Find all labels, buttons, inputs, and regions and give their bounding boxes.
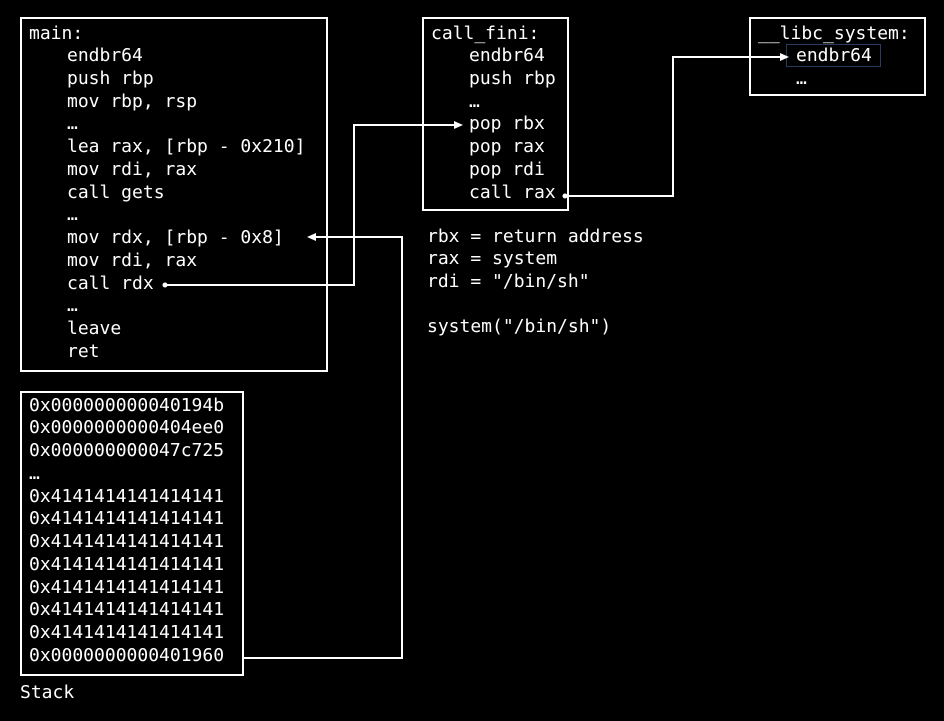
call-fini-instr-call-rax: call rax: [469, 182, 556, 203]
main-instr-push-rbp: push rbp: [67, 68, 154, 89]
main-instr-mov-rdi-rax-1: mov rdi, rax: [67, 159, 198, 180]
note-system-call: system("/bin/sh"): [427, 316, 612, 337]
stack-box: [20, 391, 244, 676]
stack-entry: 0x4141414141414141: [29, 554, 225, 575]
stack-entry: 0x0000000000401960: [29, 645, 225, 666]
libc-system-label: __libc_system:: [758, 23, 910, 44]
main-instr-mov-rbp-rsp: mov rbp, rsp: [67, 91, 198, 112]
main-instr-lea-rax: lea rax, [rbp - 0x210]: [67, 136, 306, 157]
stack-entry: 0x000000000047c725: [29, 440, 225, 461]
main-instr-ret: ret: [67, 341, 100, 362]
note-rax: rax = system: [427, 248, 558, 269]
libc-system-instr-endbr64: endbr64: [796, 45, 872, 66]
arrow-stack-to-mov-rdx: [244, 236, 403, 659]
main-instr-call-gets: call gets: [67, 182, 165, 203]
call-fini-instr-pop-rbx: pop rbx: [469, 113, 545, 134]
arrow-call-rax-to-libc-endbr64: [569, 56, 781, 197]
arrowhead-libc-endbr64: [780, 53, 789, 61]
main-instr-call-rdx: call rdx: [67, 273, 154, 294]
libc-system-endbr64-highlight: [786, 44, 881, 67]
call-fini-instr-endbr64: endbr64: [469, 45, 545, 66]
main-instr-leave: leave: [67, 318, 122, 339]
main-instr-ellipsis-3: …: [67, 295, 78, 316]
main-function-box: [20, 17, 328, 372]
origin-dot-call-rax: [562, 193, 568, 199]
call-fini-instr-push-rbp: push rbp: [469, 68, 556, 89]
note-rdi: rdi = "/bin/sh": [427, 271, 590, 292]
main-label: main:: [29, 23, 84, 44]
call-fini-function-box: [422, 17, 569, 211]
stack-entry: …: [29, 463, 40, 484]
stack-entry: 0x000000000040194b: [29, 395, 225, 416]
stack-entry: 0x4141414141414141: [29, 531, 225, 552]
stack-entry: 0x4141414141414141: [29, 508, 225, 529]
main-instr-mov-rdi-rax-2: mov rdi, rax: [67, 250, 198, 271]
stack-entry: 0x4141414141414141: [29, 622, 225, 643]
note-rbx: rbx = return address: [427, 226, 644, 247]
main-instr-endbr64: endbr64: [67, 45, 143, 66]
main-instr-ellipsis-1: …: [67, 113, 78, 134]
stack-entry: 0x0000000000404ee0: [29, 417, 225, 438]
stack-entry: 0x4141414141414141: [29, 599, 225, 620]
stack-entry: 0x4141414141414141: [29, 577, 225, 598]
call-fini-instr-pop-rdi: pop rdi: [469, 159, 545, 180]
main-instr-mov-rdx: mov rdx, [rbp - 0x8]: [67, 227, 284, 248]
main-instr-ellipsis-2: …: [67, 204, 78, 225]
stack-entry: 0x4141414141414141: [29, 486, 225, 507]
stack-label: Stack: [20, 682, 75, 703]
libc-system-instr-ellipsis: …: [796, 68, 807, 89]
arrow-call-rdx-to-pop-rbx: [165, 124, 455, 286]
call-fini-instr-pop-rax: pop rax: [469, 136, 545, 157]
arrowhead-mov-rdx: [307, 233, 316, 241]
arrowhead-pop-rbx: [454, 121, 463, 129]
origin-dot-call-rdx: [162, 282, 168, 288]
call-fini-label: call_fini:: [431, 23, 540, 44]
call-fini-instr-ellipsis: …: [469, 91, 480, 112]
